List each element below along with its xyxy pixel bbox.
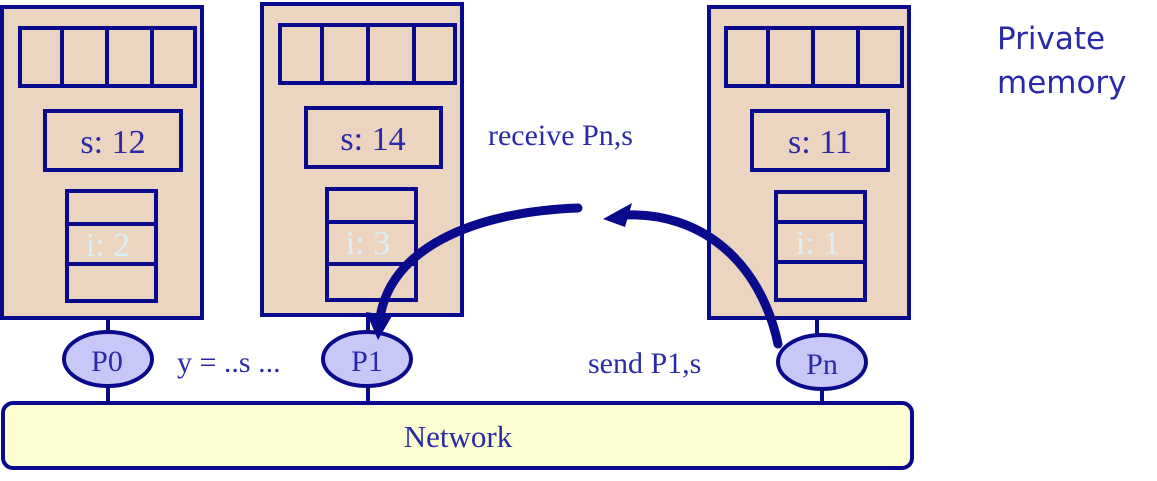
network-label: Network [404,419,513,454]
compute-annotation: y = ..s ... [177,346,281,379]
processor-label-p0: P0 [91,345,123,378]
s-value-p1: s: 14 [340,121,405,158]
processor-p1 [321,330,413,388]
s-variable-box [43,109,183,172]
processor-pn [776,333,868,391]
memory-node-p1 [260,2,464,403]
s-variable-box [304,106,443,169]
s-value-pn: s: 11 [788,124,852,161]
memory-node-p0 [0,5,204,403]
receive-arrow [366,203,583,340]
private-memory-label-line1: Private [997,21,1105,57]
processor-p0 [62,330,154,388]
s-variable-box [750,109,890,172]
i-value-p1: i: 3 [346,225,390,262]
i-value-pn: i: 1 [796,225,840,262]
memory-node-pn [707,5,911,403]
stack-box [65,189,158,303]
send-arrow [603,203,783,349]
send-annotation: send P1,s [588,347,701,380]
processor-label-pn: Pn [806,348,838,381]
stack-box [774,190,867,302]
private-memory-label-line2: memory [997,65,1127,101]
memory-box [707,5,911,320]
i-value-p0: i: 2 [86,227,130,264]
memory-box [260,2,464,317]
network-bus [1,401,914,470]
stack-box [325,187,418,302]
memory-box [0,5,204,320]
receive-annotation: receive Pn,s [488,119,633,152]
processor-label-p1: P1 [351,345,383,378]
s-value-p0: s: 12 [80,124,145,161]
